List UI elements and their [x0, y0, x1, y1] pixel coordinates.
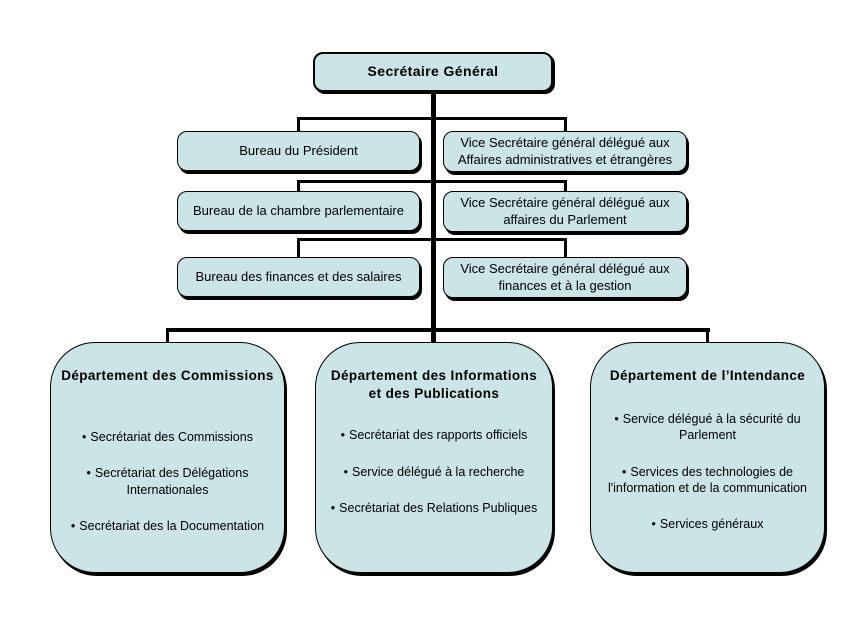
dept-item-list: •Service délégué à la sécurité du Parlem… [601, 411, 814, 532]
connector-bottom-h [166, 328, 710, 332]
connector-row2-h [297, 180, 567, 183]
dept-title: Département des Informations et des Publ… [330, 368, 538, 402]
connector-row1-h [297, 117, 567, 120]
node-label: Vice Secrétaire général délégué aux Affa… [457, 135, 673, 167]
dept-intendance: Département de l’Intendance •Service dél… [590, 342, 825, 573]
list-item-label: Service délégué à la sécurité du Parleme… [622, 412, 801, 443]
node-vice-sg-affaires-administratives-etrangeres: Vice Secrétaire général délégué aux Affa… [443, 131, 687, 172]
connector-row1-stub-right [564, 117, 567, 133]
list-item: •Services généraux [601, 516, 814, 532]
dept-informations-publications: Département des Informations et des Publ… [315, 342, 553, 573]
bullet: • [330, 500, 336, 515]
connector-row2-stub-left [297, 180, 300, 193]
bullet: • [614, 412, 619, 427]
bullet: • [340, 428, 346, 443]
list-item-label: Secrétariat des rapports officiels [349, 428, 528, 443]
connector-row2-stub-right [564, 180, 567, 193]
list-item-label: Secrétariat des la Documentation [79, 518, 265, 533]
node-secretaire-general: Secrétaire Général [313, 52, 553, 92]
list-item-label: Secrétariat des Commissions [90, 430, 253, 445]
connector-row3-stub-right [564, 238, 567, 259]
node-bureau-finances-salaires: Bureau des finances et des salaires [177, 257, 420, 297]
connector-trunk [431, 92, 436, 342]
list-item: •Secrétariat des Délégations Internation… [61, 465, 274, 498]
list-item: •Services des technologies de l'informat… [601, 464, 814, 497]
list-item: •Secrétariat des rapports officiels [331, 427, 537, 443]
connector-row1-stub-left [297, 117, 300, 133]
list-item-label: Service délégué à la recherche [352, 464, 525, 479]
dept-commissions: Département des Commissions •Secrétariat… [50, 342, 285, 573]
bullet: • [622, 464, 627, 479]
connector-bottom-stub-right [706, 328, 709, 342]
node-vice-sg-finances-gestion: Vice Secrétaire général délégué aux fina… [443, 257, 687, 298]
node-label: Vice Secrétaire général délégué aux affa… [460, 195, 670, 227]
list-item: •Secrétariat des la Documentation [61, 518, 274, 534]
connector-row3-stub-left [297, 238, 300, 259]
dept-item-list: •Secrétariat des Commissions •Secrétaria… [61, 429, 274, 534]
list-item: •Secrétariat des Commissions [61, 429, 274, 445]
bullet: • [86, 466, 91, 481]
node-label: Bureau du Président [239, 142, 358, 158]
bullet: • [651, 517, 656, 532]
node-bureau-du-president: Bureau du Président [177, 131, 420, 171]
list-item-label: Secrétariat des Délégations Internationa… [94, 466, 249, 497]
list-item-label: Services des technologies de l'informati… [607, 464, 807, 495]
node-vice-sg-affaires-parlement: Vice Secrétaire général délégué aux affa… [443, 191, 687, 232]
dept-title: Département des Commissions [61, 368, 274, 383]
bullet: • [82, 430, 87, 445]
node-bureau-chambre-parlementaire: Bureau de la chambre parlementaire [177, 191, 420, 231]
bullet: • [70, 518, 76, 533]
connector-row3-h [297, 238, 567, 241]
list-item-label: Services généraux [659, 517, 764, 532]
list-item-label: Secrétariat des Relations Publiques [339, 500, 538, 515]
list-item: •Secrétariat des Relations Publiques [331, 500, 537, 516]
list-item: •Service délégué à la sécurité du Parlem… [601, 411, 814, 444]
bullet: • [343, 464, 349, 479]
node-label: Secrétaire Général [367, 63, 499, 80]
node-label: Bureau de la chambre parlementaire [192, 202, 404, 218]
connector-bottom-stub-left [166, 328, 169, 342]
list-item: •Service délégué à la recherche [331, 464, 537, 480]
node-label: Vice Secrétaire général délégué aux fina… [460, 261, 670, 293]
dept-title: Département de l’Intendance [609, 368, 806, 383]
dept-item-list: •Secrétariat des rapports officiels •Ser… [331, 427, 537, 516]
node-label: Bureau des finances et des salaires [195, 268, 402, 284]
